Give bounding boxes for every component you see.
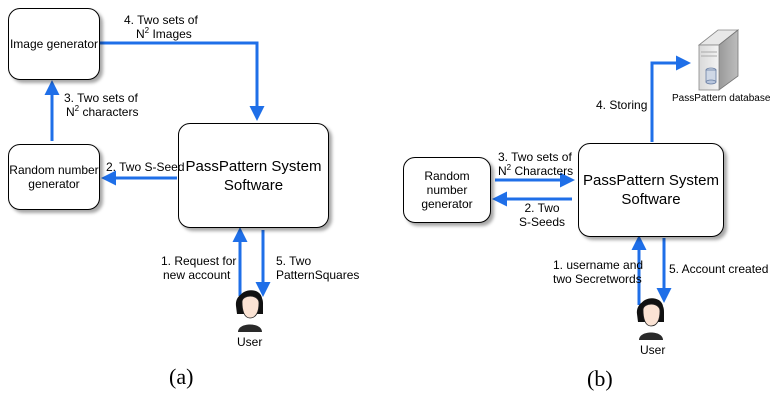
- user-label-a: User: [237, 335, 263, 349]
- step5-label-b: 5. Account created: [669, 262, 769, 276]
- arrow-a-step4-images: [100, 41, 265, 121]
- step5-label-a: 5. Two PatternSquares: [276, 254, 359, 282]
- step2-label-b-line1: 2. Two: [524, 201, 560, 215]
- step2-label-b-line2: S-Seeds: [519, 215, 566, 229]
- step5-label-a-line1: 5. Two: [276, 254, 312, 268]
- step3-label-b-line2: N2 Characters: [498, 163, 574, 179]
- step3-label-a: 3. Two sets of N2 characters: [64, 91, 138, 119]
- user-label-b: User: [640, 343, 666, 357]
- user-icon-a: [235, 290, 264, 332]
- step1-label-b-line2: two Secretwords: [553, 272, 642, 286]
- step2-label-b: 2. Two S-Seeds: [519, 201, 565, 229]
- random-number-generator-label-b-line1: Random number: [424, 169, 470, 197]
- step5-label-a-line2: PatternSquares: [276, 268, 360, 282]
- step1-label-a: 1. Request for new account: [161, 254, 236, 282]
- random-number-generator-label-b-line2: generator: [421, 197, 473, 211]
- step4-label-a-line2: N2 Images: [136, 26, 192, 42]
- random-number-generator-box-a: Random number generator: [8, 144, 100, 210]
- image-generator-box: Image generator: [8, 8, 100, 80]
- passpattern-system-label-a-line1: PassPattern System: [185, 157, 322, 175]
- step1-label-a-line1: 1. Request for: [161, 254, 237, 268]
- step1-label-a-line2: new account: [163, 268, 231, 282]
- image-generator-label: Image generator: [9, 37, 99, 51]
- step4-label-a-line1: 4. Two sets of: [124, 13, 198, 27]
- passpattern-system-label-b-line1: PassPattern System: [583, 172, 719, 189]
- caption-b: (b): [587, 366, 613, 391]
- passpattern-system-box-b: PassPattern System Software: [578, 143, 724, 237]
- passpattern-system-label-a-line2: Software: [223, 176, 284, 194]
- step1-label-b-line1: 1. username and: [553, 258, 644, 272]
- random-number-generator-label-a-line2: generator: [28, 177, 80, 191]
- passpattern-system-box-a: PassPattern System Software: [178, 123, 329, 228]
- step3-label-a-line2: N2 characters: [66, 104, 139, 120]
- random-number-generator-box-b: Random number generator: [403, 157, 491, 223]
- step4-label-a: 4. Two sets of N2 Images: [124, 13, 198, 41]
- arrow-b-step4-storing: [650, 55, 691, 142]
- caption-a: (a): [169, 364, 194, 389]
- step1-label-b: 1. username and two Secretwords: [553, 258, 643, 286]
- user-icon-b: [636, 298, 665, 340]
- random-number-generator-label-a-line1: Random number: [9, 163, 99, 177]
- step4-label-b: 4. Storing: [596, 98, 648, 112]
- database-label: PassPattern database: [672, 93, 770, 104]
- step3-label-b: 3. Two sets of N2 Characters: [498, 150, 573, 178]
- database-server-icon: [697, 29, 740, 91]
- step3-label-a-line1: 3. Two sets of: [64, 91, 138, 105]
- step2-label-a: 2. Two S-Seed: [106, 160, 185, 174]
- step3-label-b-line1: 3. Two sets of: [498, 150, 572, 164]
- passpattern-system-label-b-line2: Software: [621, 191, 681, 208]
